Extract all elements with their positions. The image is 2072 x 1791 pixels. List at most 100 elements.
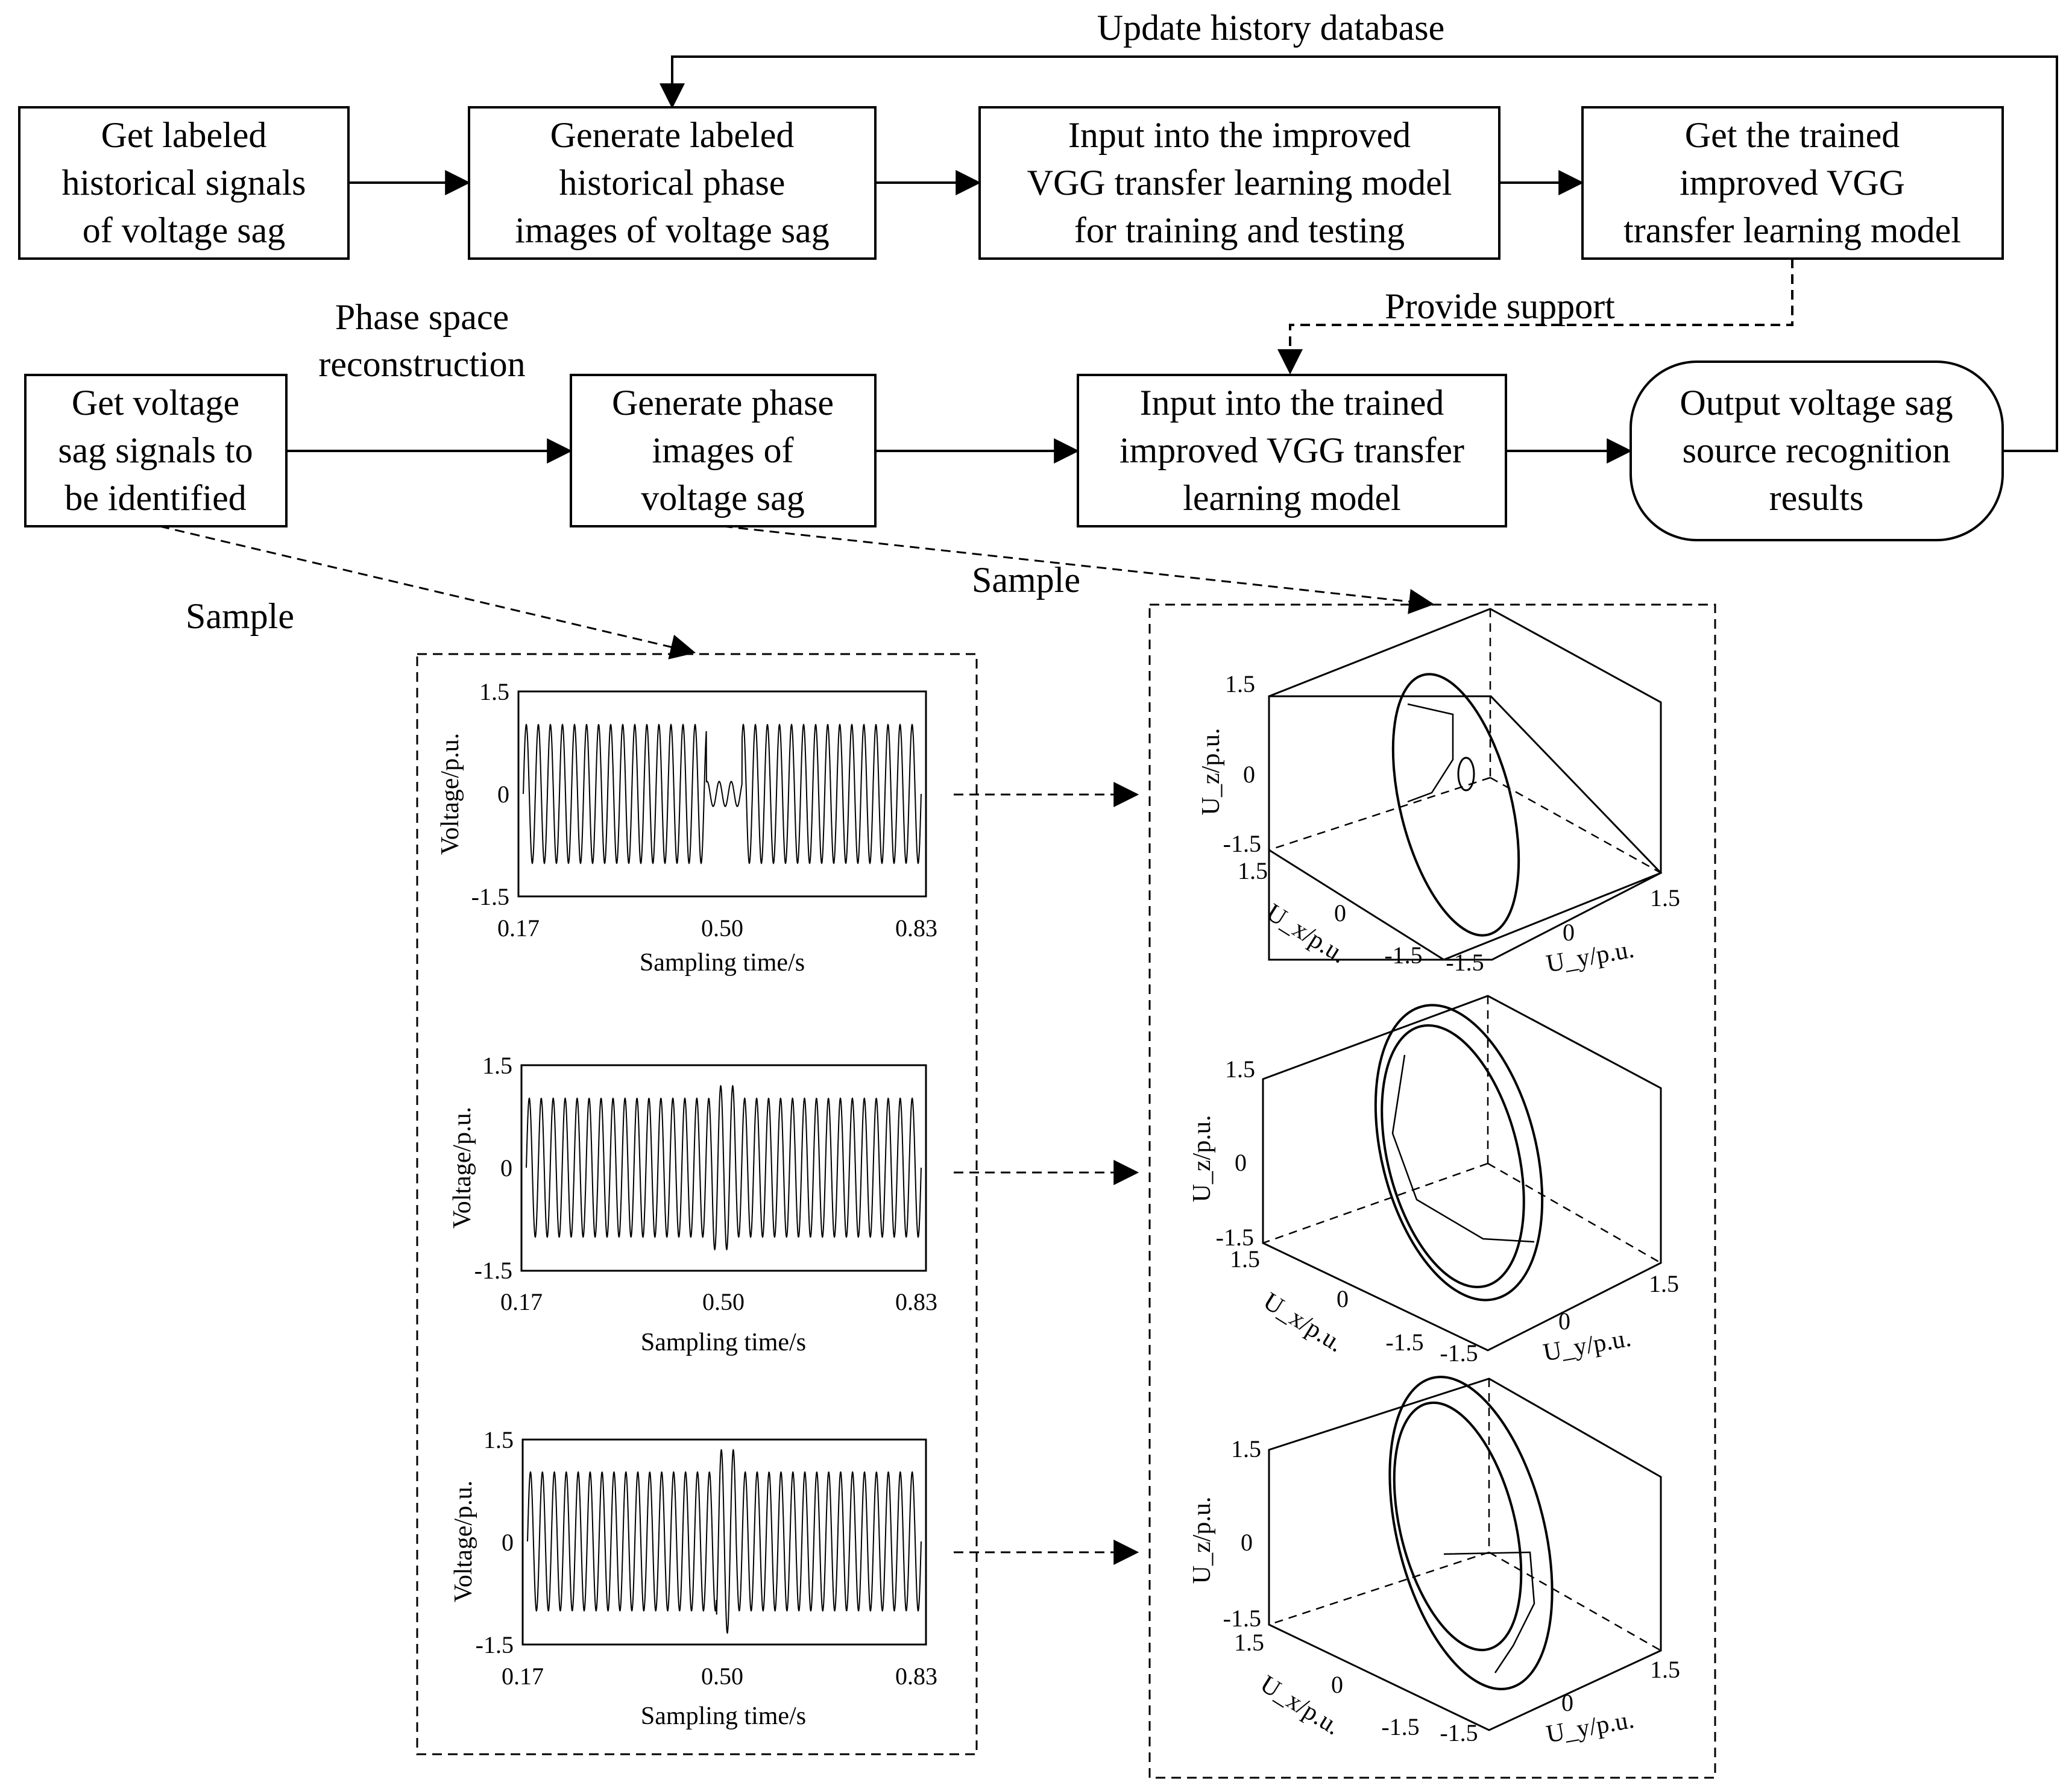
input-improved-line-1: Input into the improved xyxy=(1068,115,1411,155)
waveform-plot-3-xtick-mid: 0.50 xyxy=(701,1663,743,1690)
phase-plot-1-x-tick-b: 0 xyxy=(1334,899,1346,927)
input-improved-line-3: for training and testing xyxy=(1074,210,1405,250)
waveform-plot-2-xtick-right: 0.83 xyxy=(895,1288,937,1315)
waveform-plot-3-signal xyxy=(527,1449,922,1634)
phase-plot-1-z-label: U_z/p.u. xyxy=(1197,728,1225,816)
phase-plot-2-y-tick-b: 0 xyxy=(1558,1308,1570,1335)
phase-plot-1-bottom xyxy=(1268,849,1661,961)
phase-plot-2-z-label: U_z/p.u. xyxy=(1188,1115,1216,1203)
get-trained-line-1: Get the trained xyxy=(1685,115,1900,155)
phase-plot-3-z-tick-top: 1.5 xyxy=(1231,1435,1261,1462)
waveform-plot-1-xtick-mid: 0.50 xyxy=(701,914,743,942)
get-trained-line-3: transfer learning model xyxy=(1623,210,1961,250)
provide-support-label: Provide support xyxy=(1385,286,1615,326)
phase-plot-1-box xyxy=(1268,695,1663,961)
phase-space-label-1: Phase space xyxy=(335,297,509,337)
waveform-plot-3-ytick-top: 1.5 xyxy=(483,1426,514,1453)
waveform-plot-1-signal xyxy=(523,723,922,864)
phase-plot-3-z-label: U_z/p.u. xyxy=(1188,1497,1216,1584)
waveform-plot-2-xtick-mid: 0.50 xyxy=(702,1288,745,1315)
waveform-plot-1-xlabel: Sampling time/s xyxy=(640,949,805,977)
phase-plot-2-x-tick-a: 1.5 xyxy=(1230,1245,1260,1273)
waveform-plot-1: 1.5 0 -1.5 0.17 0.50 0.83 Sampling time/… xyxy=(436,678,937,977)
waveform-plot-2-signal xyxy=(526,1084,922,1251)
phase-plot-2-x-label: U_x/p.u. xyxy=(1258,1288,1348,1358)
phase-plot-3-x-tick-b: 0 xyxy=(1331,1671,1343,1698)
phase-plot-1-hidden-y xyxy=(1490,776,1661,874)
phase-plot-2-z-tick-mid: 0 xyxy=(1235,1149,1247,1176)
get-trained-line-2: improved VGG xyxy=(1680,163,1905,203)
input-improved-line-2: VGG transfer learning model xyxy=(1027,163,1452,203)
phase-plot-2-orbit-outer xyxy=(1374,1004,1544,1302)
waveform-plot-3-xtick-right: 0.83 xyxy=(895,1663,937,1690)
input-trained-line-2: improved VGG transfer xyxy=(1119,430,1464,470)
output-results-line-3: results xyxy=(1769,478,1864,518)
generate-phase-line-1: Generate phase xyxy=(612,383,834,423)
phase-plot-3-y-tick-c: 1.5 xyxy=(1650,1656,1680,1683)
waveform-plot-2-ytick-mid: 0 xyxy=(500,1154,512,1182)
phase-plot-2-y-label: U_y/p.u. xyxy=(1541,1324,1633,1367)
phase-plot-3-y-tick-a: -1.5 xyxy=(1440,1719,1478,1746)
waveform-plot-1-ytick-bottom: -1.5 xyxy=(471,883,509,910)
phase-plot-1-z-tick-bottom: -1.5 xyxy=(1223,830,1261,857)
phase-plot-3-z-tick-bottom: -1.5 xyxy=(1223,1605,1261,1632)
phase-plot-3-x-tick-a: 1.5 xyxy=(1234,1629,1264,1656)
phase-plot-1-y-label: U_y/p.u. xyxy=(1544,936,1636,978)
phase-plot-2-z-tick-top: 1.5 xyxy=(1225,1056,1255,1083)
phase-plot-2-y-tick-c: 1.5 xyxy=(1649,1270,1679,1297)
waveform-plot-3-ytick-bottom: -1.5 xyxy=(476,1631,514,1658)
phase-plot-1-orbit-inner xyxy=(1457,757,1475,792)
phase-plot-2-box xyxy=(1262,995,1662,1352)
waveform-plot-2-xlabel: Sampling time/s xyxy=(641,1329,806,1356)
waveform-plot-3-ytick-mid: 0 xyxy=(502,1529,514,1556)
waveform-plot-3-xlabel: Sampling time/s xyxy=(641,1702,806,1730)
waveform-plot-2: 1.5 0 -1.5 0.17 0.50 0.83 Sampling time/… xyxy=(449,1052,937,1356)
output-results-line-2: source recognition xyxy=(1683,430,1951,470)
phase-plot-3-hidden-y xyxy=(1488,1551,1661,1652)
generate-phase-line-2: images of xyxy=(652,430,794,470)
phase-plot-2-z-tick-bottom: -1.5 xyxy=(1216,1224,1254,1251)
get-labeled-line-2: historical signals xyxy=(62,163,306,203)
phase-plot-3-y-tick-b: 0 xyxy=(1561,1689,1573,1716)
get-voltage-line-2: sag signals to xyxy=(58,430,253,470)
phase-plot-2-hidden-y xyxy=(1487,1162,1661,1264)
phase-plot-1-hidden-x xyxy=(1268,776,1491,851)
generate-labeled-line-2: historical phase xyxy=(559,163,786,203)
generate-labeled-line-3: images of voltage sag xyxy=(515,210,830,250)
waveform-plot-2-ylabel: Voltage/p.u. xyxy=(449,1107,476,1229)
provide-support-arrow xyxy=(1277,259,1793,375)
phase-plot-1-y-tick-a: -1.5 xyxy=(1446,949,1484,976)
phase-plot-1-x-tick-c: -1.5 xyxy=(1384,942,1422,969)
waveform-plot-1-frame xyxy=(517,690,927,898)
waveform-plot-2-ytick-bottom: -1.5 xyxy=(474,1257,512,1284)
output-results-line-1: Output voltage sag xyxy=(1680,383,1953,423)
waveform-plot-3-frame xyxy=(521,1438,927,1646)
phase-plot-1-x-tick-a: 1.5 xyxy=(1238,857,1268,884)
waveform-plot-3-xtick-left: 0.17 xyxy=(502,1663,544,1690)
generate-labeled-line-1: Generate labeled xyxy=(550,115,795,155)
waveform-plot-3-ylabel: Voltage/p.u. xyxy=(450,1481,477,1602)
sample-label-right: Sample xyxy=(972,560,1080,600)
phase-plot-2-x-tick-b: 0 xyxy=(1337,1285,1349,1312)
phase-plot-2-transient xyxy=(1391,1054,1535,1243)
update-history-arrow xyxy=(660,55,2058,452)
get-labeled-line-1: Get labeled xyxy=(101,115,267,155)
waveform-plot-2-ytick-top: 1.5 xyxy=(482,1052,512,1079)
phase-plot-1-y-tick-b: 0 xyxy=(1563,919,1575,946)
generate-phase-line-3: voltage sag xyxy=(641,478,805,518)
phase-plot-3: 1.5 0 -1.5 1.5 0 -1.5 -1.5 0 1.5 U_z/p.u… xyxy=(1188,1376,1680,1749)
phase-plot-2: 1.5 0 -1.5 1.5 0 -1.5 -1.5 0 1.5 U_z/p.u… xyxy=(1188,995,1679,1367)
waveform-plot-1-ytick-top: 1.5 xyxy=(479,678,509,705)
phase-space-label-2: reconstruction xyxy=(318,344,525,384)
phase-plot-3-y-label: U_y/p.u. xyxy=(1544,1706,1636,1749)
sample-arrow-left xyxy=(159,525,696,659)
sample-arrow-right xyxy=(722,525,1435,614)
input-trained-line-3: learning model xyxy=(1183,478,1401,518)
update-history-label: Update history database xyxy=(1097,8,1444,48)
waveform-plot-1-ylabel: Voltage/p.u. xyxy=(436,733,464,855)
waveform-plot-2-frame xyxy=(520,1064,927,1272)
waveform-plot-1-ytick-mid: 0 xyxy=(497,781,509,808)
get-voltage-line-3: be identified xyxy=(65,478,247,518)
